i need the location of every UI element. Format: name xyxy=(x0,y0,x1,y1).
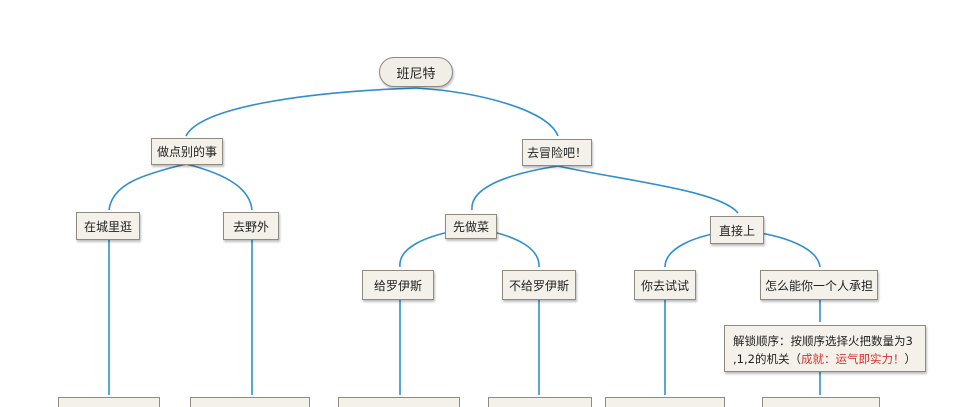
node-do-else: 做点别的事 xyxy=(151,138,223,165)
unlock-line-2: ,1,2的机关（成就：运气即实力！） xyxy=(733,350,919,368)
edge-adventure-to-direct xyxy=(557,165,739,214)
edge-root-to-do-else xyxy=(185,87,417,137)
unlock-line-2-prefix: ,1,2的机关（ xyxy=(733,352,801,366)
achievement-highlight: 成就：运气即实力！ xyxy=(800,352,905,366)
node-bottom-3 xyxy=(338,397,460,407)
node-not-give-ross: 不给罗伊斯 xyxy=(502,270,576,300)
edge-do-else-to-city xyxy=(108,163,187,211)
node-adventure: 去冒险吧！ xyxy=(522,139,592,166)
node-bear-alone: 怎么能你一个人承担 xyxy=(760,270,878,300)
node-bottom-6 xyxy=(762,397,880,407)
unlock-line-2-suffix: ） xyxy=(904,352,916,366)
node-city: 在城里逛 xyxy=(76,212,140,240)
node-outdoor: 去野外 xyxy=(223,212,279,240)
node-unlock-sequence: 解锁顺序：按顺序选择火把数量为3 ,1,2的机关（成就：运气即实力！） xyxy=(724,325,926,372)
node-bottom-4 xyxy=(488,397,592,407)
node-bottom-2 xyxy=(190,397,310,407)
node-root: 班尼特 xyxy=(379,57,453,87)
node-bottom-5 xyxy=(605,397,725,407)
node-you-try: 你去试试 xyxy=(634,270,696,300)
node-direct: 直接上 xyxy=(710,216,764,244)
node-give-ross: 给罗伊斯 xyxy=(362,270,434,300)
node-bottom-1 xyxy=(58,397,160,407)
node-cook-first: 先做菜 xyxy=(445,214,497,239)
edge-root-to-adventure xyxy=(415,87,559,137)
edge-adventure-to-cook xyxy=(471,165,559,211)
edge-do-else-to-outdoor xyxy=(185,163,253,211)
unlock-line-1: 解锁顺序：按顺序选择火把数量为3 xyxy=(733,334,913,348)
